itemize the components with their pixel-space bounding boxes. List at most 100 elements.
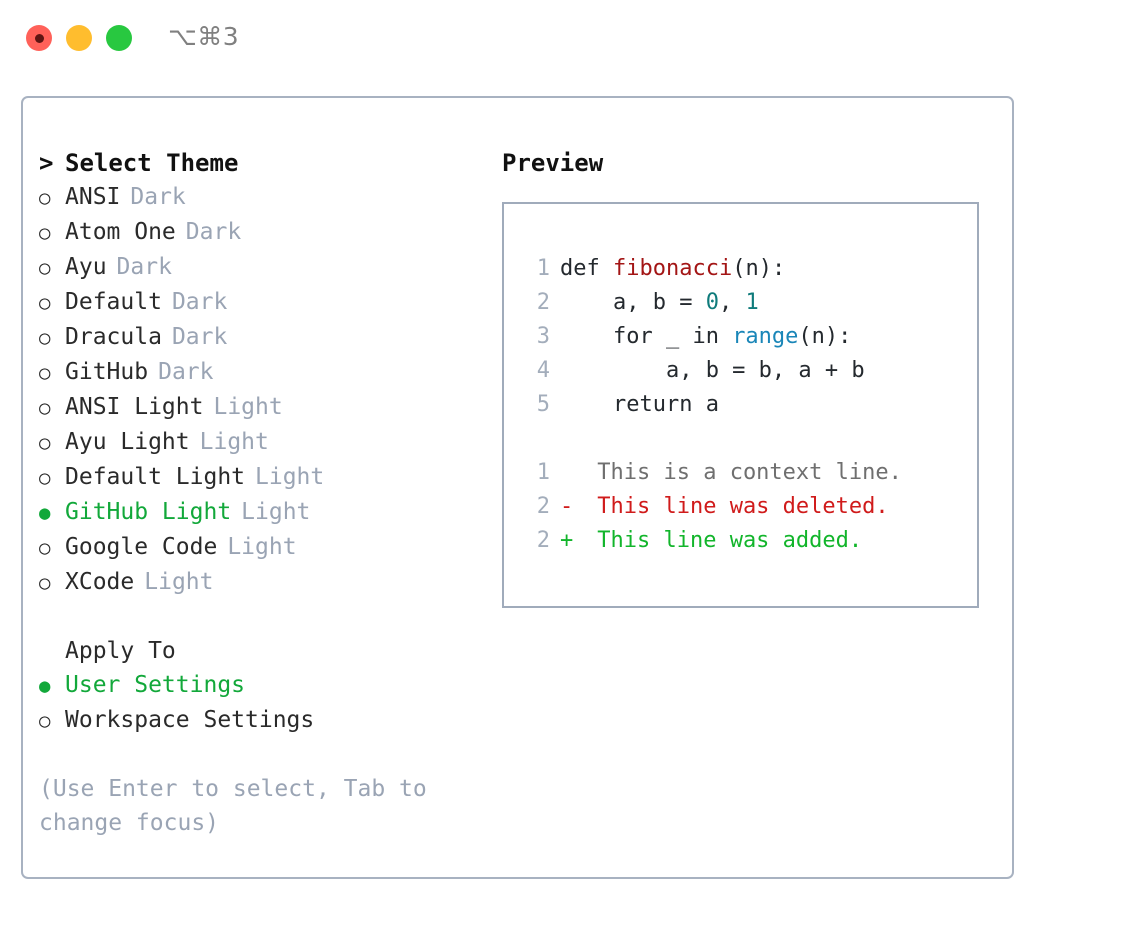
theme-item-category: Light [255,464,325,490]
theme-item-label: ANSI Light [65,394,204,420]
apply-to-header: Apply To [65,638,176,664]
theme-item-category: Dark [158,359,214,385]
theme-item-ansi-light[interactable]: ○ ANSI Light Light [39,390,479,425]
theme-item-category: Light [241,499,311,525]
line-number: 2 [536,290,550,315]
line-number: 2 [536,528,550,553]
theme-item-label: XCode [65,569,135,595]
code-token: return a [560,392,719,417]
theme-item-category: Dark [116,254,172,280]
apply-to-item-label: User Settings [65,672,246,698]
radio-unselected-icon: ○ [39,187,51,209]
code-line: 3 for _ in range(n): [522,320,977,354]
diff-line-deleted: 2- This line was deleted. [522,490,977,524]
diff-sign: - [560,494,574,519]
theme-item-category: Light [213,394,283,420]
select-theme-header-label: Select Theme [65,149,239,177]
theme-item-label: Google Code [65,534,218,560]
keyboard-shortcut-label: ⌥⌘3 [168,22,240,51]
theme-item-xcode[interactable]: ○ XCode Light [39,565,479,600]
line-number: 5 [536,392,550,417]
radio-selected-icon: ● [39,502,51,524]
minimize-button[interactable] [66,25,92,51]
title-bar: ⌥⌘3 [0,0,1140,78]
code-token-number: 0 [705,290,719,315]
theme-item-label: Default [65,289,162,315]
theme-item-label: Dracula [65,324,162,350]
theme-item-category: Light [144,569,214,595]
theme-item-label: GitHub Light [65,499,232,525]
apply-to-section: Apply To ● User Settings ○ Workspace Setti… [39,634,479,738]
code-line: 5 return a [522,388,977,422]
theme-item-label: Ayu Light [65,429,190,455]
radio-unselected-icon: ○ [39,327,51,349]
theme-item-ayu[interactable]: ○ Ayu Dark [39,250,479,285]
maximize-button[interactable] [106,25,132,51]
code-token: a, b = b, a + b [560,358,865,383]
theme-item-ayu-light[interactable]: ○ Ayu Light Light [39,425,479,460]
code-token: def [560,256,613,281]
radio-unselected-icon: ○ [39,397,51,419]
radio-unselected-icon: ○ [39,710,51,732]
code-token: for _ in [560,324,733,349]
theme-item-category: Light [227,534,297,560]
theme-item-category: Light [199,429,269,455]
radio-unselected-icon: ○ [39,222,51,244]
line-number: 4 [536,358,550,383]
code-token-number: 1 [745,290,759,315]
radio-unselected-icon: ○ [39,467,51,489]
code-token: a, b = [560,290,706,315]
theme-item-label: Ayu [65,254,107,280]
theme-item-atom-one[interactable]: ○ Atom One Dark [39,215,479,250]
radio-unselected-icon: ○ [39,257,51,279]
code-token: (n): [798,324,852,349]
line-number: 3 [536,324,550,349]
theme-item-label: ANSI [65,184,121,210]
code-line: 2 a, b = 0, 1 [522,286,977,320]
code-line: 1 def fibonacci(n): [522,252,977,286]
theme-item-label: GitHub [65,359,149,385]
line-number: 1 [536,256,550,281]
diff-text: This line was deleted. [584,494,889,519]
apply-to-item-workspace-settings[interactable]: ○ Workspace Settings [39,703,479,738]
code-line: 4 a, b = b, a + b [522,354,977,388]
theme-item-label: Atom One [65,219,176,245]
radio-unselected-icon: ○ [39,292,51,314]
code-token-function: fibonacci [612,256,733,281]
close-button[interactable] [26,25,52,51]
diff-line-added: 2+ This line was added. [522,524,977,558]
radio-unselected-icon: ○ [39,572,51,594]
radio-selected-icon: ● [39,675,51,697]
line-number: 2 [536,494,550,519]
theme-item-category: Dark [130,184,186,210]
keyboard-hint-text: (Use Enter to select, Tab to change focu… [39,776,441,836]
theme-item-ansi[interactable]: ○ ANSI Dark [39,180,479,215]
diff-sign [560,456,584,490]
select-theme-header: > Select Theme [39,146,479,180]
code-token: , [718,290,746,315]
diff-line-context: 1 This is a context line. [522,456,977,490]
diff-text: This is a context line. [584,460,902,485]
apply-to-item-user-settings[interactable]: ● User Settings [39,668,479,703]
apply-to-item-label: Workspace Settings [65,707,315,733]
code-token: (n): [732,256,786,281]
line-number: 1 [536,460,550,485]
radio-unselected-icon: ○ [39,432,51,454]
code-token-builtin: range [732,324,799,349]
caret-icon: > [39,149,54,177]
traffic-light-buttons [26,25,132,51]
theme-item-label: Default Light [65,464,246,490]
theme-item-github-light[interactable]: ● GitHub Light Light [39,495,479,530]
diff-text: This line was added. [584,528,863,553]
theme-item-default-light[interactable]: ○ Default Light Light [39,460,479,495]
preview-header: Preview [502,149,604,177]
theme-item-category: Dark [185,219,242,245]
